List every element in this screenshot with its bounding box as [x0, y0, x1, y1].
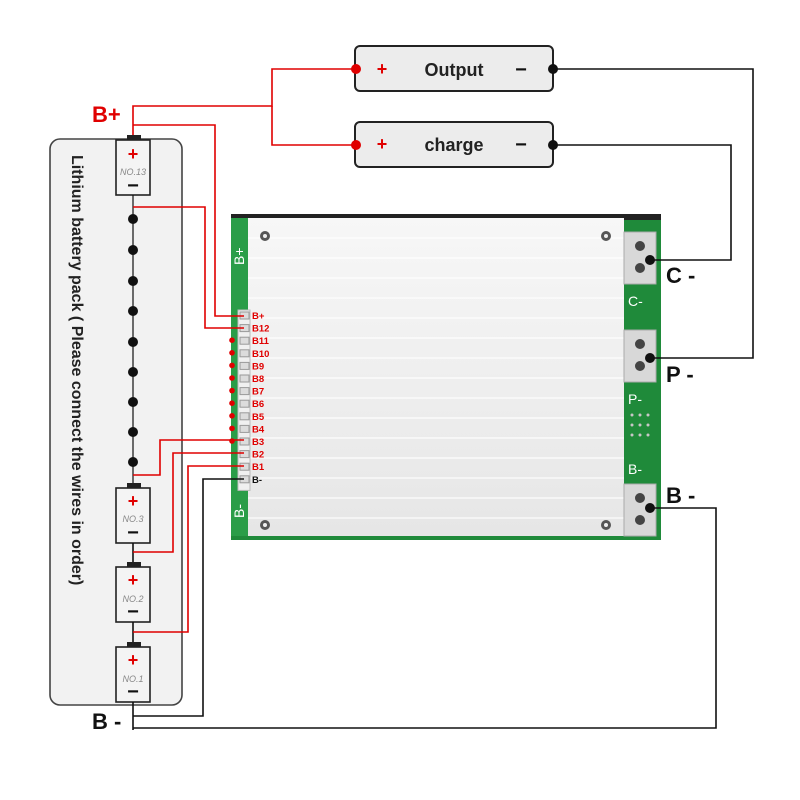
charge-box: + charge −: [351, 121, 558, 168]
cell-name: NO.13: [120, 167, 146, 177]
balance-pin: [239, 349, 250, 358]
positive-wires: [132, 68, 356, 633]
balance-pin: [239, 424, 250, 433]
balance-pin-dot: [229, 375, 235, 381]
cell-minus-sign: −: [127, 522, 139, 544]
balance-pin-dot: [229, 425, 235, 432]
balance-pin-dot: [229, 350, 235, 356]
pack-bplus-label: B+: [92, 102, 121, 127]
heatsink: [248, 218, 624, 536]
balance-pin-label: B4: [252, 424, 265, 435]
balance-pin-label: B11: [252, 336, 270, 347]
cell-minus-sign: −: [127, 601, 139, 623]
balance-pin-dot: [229, 400, 235, 407]
output-minus-sign: −: [515, 59, 527, 81]
balance-pin-dot: [229, 438, 235, 444]
b-minus-label: B -: [666, 483, 695, 508]
balance-pin-label: B7: [252, 387, 264, 398]
battery-pack-frame: [49, 138, 183, 706]
output-box: + Output −: [351, 45, 558, 92]
pcb-left-bminus: B-: [231, 504, 247, 518]
balance-pin-label: B2: [252, 450, 264, 461]
balance-pin-label: B-: [252, 475, 262, 486]
charge-label: charge: [424, 135, 483, 155]
cell-minus-sign: −: [127, 681, 139, 703]
cell-plus-sign: +: [128, 650, 139, 670]
balance-pin-label: B5: [252, 412, 265, 423]
balance-pin-dot: [229, 387, 235, 394]
series-dots: [128, 214, 138, 467]
bms-board: B+ B- C- P- B-: [231, 214, 661, 540]
balance-pin-label: B6: [252, 399, 264, 410]
balance-pin: [239, 412, 250, 421]
cell-no13: + NO.13 −: [115, 135, 151, 197]
balance-pin-label: B9: [252, 361, 264, 372]
c-minus-label: C -: [666, 263, 695, 288]
balance-pin-dot: [229, 413, 235, 419]
balance-pin-label: B+: [252, 311, 265, 322]
balance-pin-label: B10: [252, 349, 269, 360]
balance-pin: [239, 387, 250, 396]
pcb-right-b: B-: [628, 461, 642, 477]
cell-plus-sign: +: [128, 570, 139, 590]
balance-pin-dot: [229, 362, 235, 369]
charge-plus-sign: +: [377, 134, 388, 154]
balance-pin-label: B3: [252, 437, 264, 448]
cell-plus-sign: +: [128, 491, 139, 511]
cell-name: NO.2: [122, 594, 143, 604]
p-minus-label: P -: [666, 362, 694, 387]
balance-pin: [239, 374, 250, 383]
cell-plus-sign: +: [128, 144, 139, 164]
pcb-right-c: C-: [628, 293, 643, 309]
cell-minus-sign: −: [127, 175, 139, 197]
cell-name: NO.3: [122, 514, 143, 524]
balance-pin-label: B8: [252, 374, 264, 385]
balance-pin: [239, 437, 250, 446]
pack-bminus-label: B -: [92, 709, 121, 734]
balance-pin: [239, 361, 250, 370]
output-label: Output: [425, 60, 484, 80]
charge-minus-sign: −: [515, 134, 527, 156]
balance-pin: [239, 450, 250, 459]
cell-no3: + NO.3 −: [115, 483, 151, 544]
cell-name: NO.1: [122, 674, 143, 684]
cell-no1: + NO.1 −: [115, 642, 151, 703]
pcb-left-bplus: B+: [231, 247, 247, 265]
pcb-right-p: P-: [628, 391, 642, 407]
battery-pack-label: Lithium battery pack ( Please connect th…: [68, 155, 85, 585]
balance-pin: [239, 336, 250, 345]
balance-pin-dot: [229, 337, 235, 344]
negative-wires: [133, 68, 754, 729]
output-plus-sign: +: [377, 59, 388, 79]
balance-pin-label: B1: [252, 462, 265, 473]
balance-pin-label: B12: [252, 324, 269, 335]
cell-no2: + NO.2 −: [115, 562, 151, 623]
balance-pin: [239, 399, 250, 408]
